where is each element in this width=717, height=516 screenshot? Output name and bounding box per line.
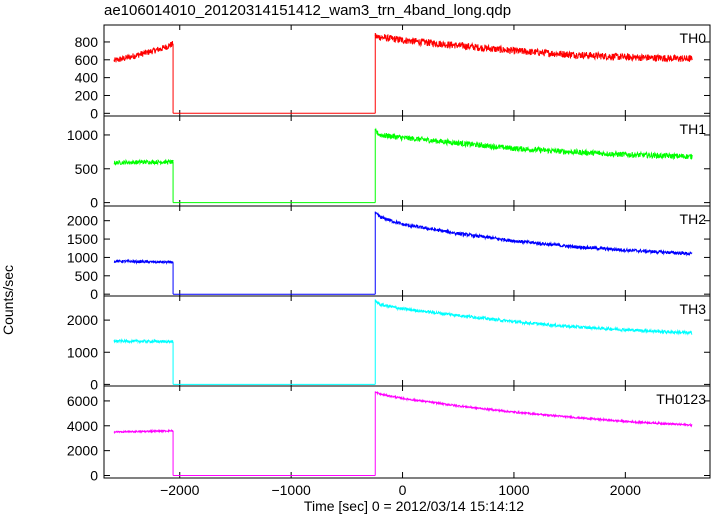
series-th1-segment-2	[374, 127, 693, 161]
y-tick-label: 1000	[67, 249, 98, 265]
panel-label-th0123: TH0123	[656, 391, 706, 407]
y-tick-label: 0	[90, 105, 98, 121]
series-th0-segment-0	[113, 40, 174, 63]
y-tick-label: 200	[75, 87, 99, 103]
y-tick-label: 6000	[67, 393, 98, 409]
series-th0-segment-2	[374, 33, 693, 63]
series-th1-segment-0	[113, 158, 174, 166]
y-tick-label: 2000	[67, 213, 98, 229]
y-tick-label: 4000	[67, 418, 98, 434]
chart-title: ae106014010_20120314151412_wam3_trn_4ban…	[104, 2, 512, 19]
series-th2-segment-0	[113, 258, 174, 265]
panel-label-th2: TH2	[680, 211, 707, 227]
series-th0123-segment-2	[375, 390, 693, 428]
y-tick-label: 1000	[67, 344, 98, 360]
x-tick-label: 0	[399, 482, 407, 498]
panel-label-th1: TH1	[680, 121, 707, 137]
series-th3-segment-0	[113, 338, 174, 345]
y-tick-label: 0	[90, 376, 98, 392]
x-tick-label: −1000	[271, 482, 311, 498]
panel-frame-th0123	[103, 385, 711, 479]
panel-label-th0: TH0	[680, 30, 707, 46]
y-tick-label: 2000	[67, 443, 98, 459]
x-tick-label: 2000	[610, 482, 641, 498]
panel-label-th3: TH3	[680, 301, 707, 317]
panel-frame-th0	[103, 24, 711, 117]
y-tick-label: 500	[75, 268, 99, 284]
x-tick-label: −2000	[160, 482, 200, 498]
x-axis-label: Time [sec] 0 = 2012/03/14 15:14:12	[303, 498, 525, 514]
series-th0123-segment-0	[113, 428, 174, 435]
series-th2-segment-2	[374, 211, 693, 257]
y-tick-label: 1500	[67, 231, 98, 247]
y-tick-label: 0	[90, 195, 98, 211]
y-tick-label: 500	[75, 161, 99, 177]
y-tick-label: 0	[90, 286, 98, 302]
series-th3-segment-2	[374, 299, 693, 336]
panel-frame-th1	[103, 115, 711, 207]
y-tick-label: 800	[75, 34, 99, 50]
y-tick-label: 400	[75, 70, 99, 86]
y-tick-label: 600	[75, 52, 99, 68]
y-tick-label: 0	[90, 468, 98, 484]
x-tick-label: 1000	[498, 482, 529, 498]
y-tick-label: 2000	[67, 312, 98, 328]
y-tick-label: 1000	[67, 127, 98, 143]
